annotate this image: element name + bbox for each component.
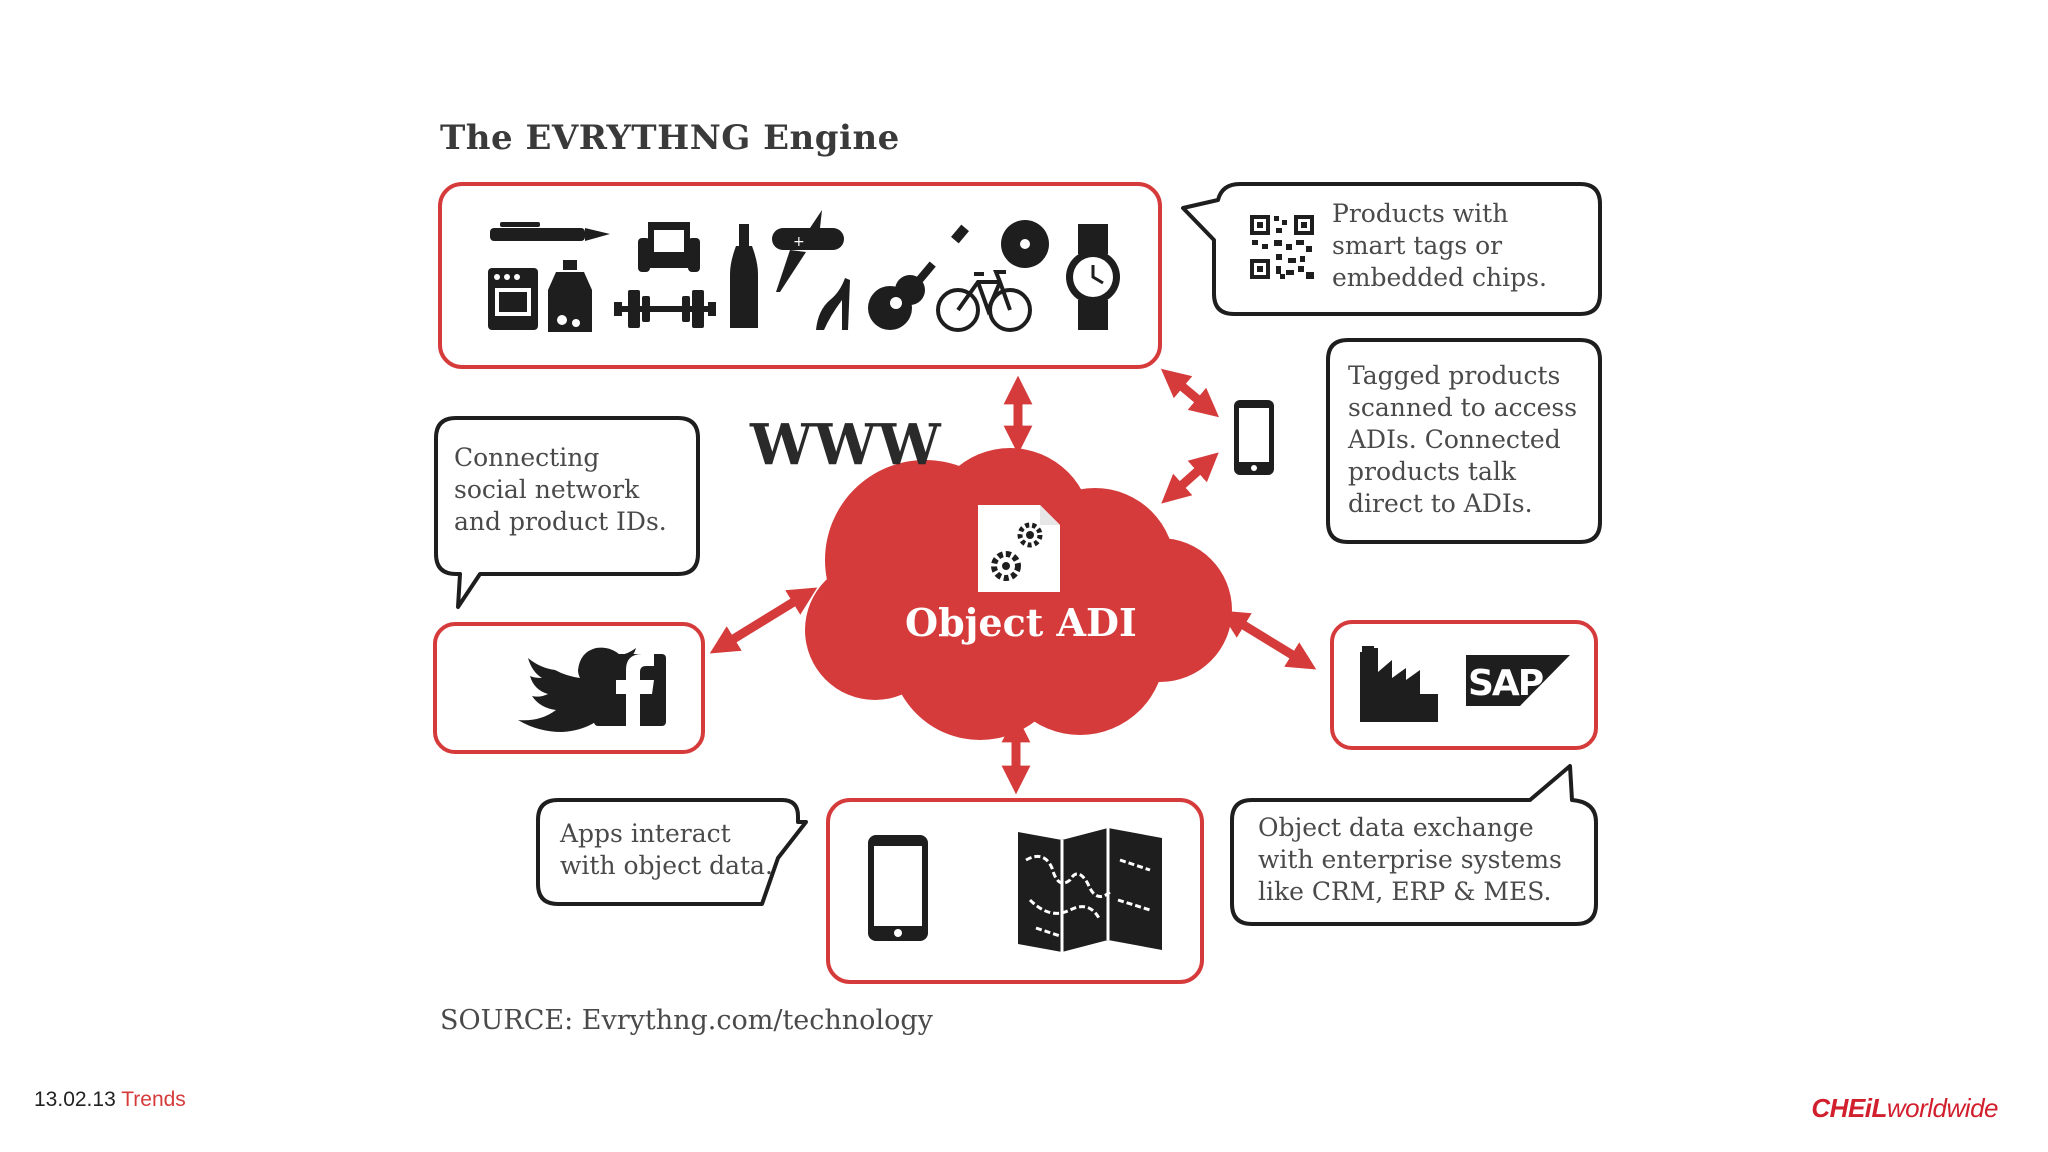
brand-bold: CHEiL bbox=[1811, 1093, 1887, 1123]
disc-icon bbox=[1001, 220, 1049, 268]
object-adi-label: Object ADI bbox=[905, 600, 1137, 645]
pen-icon bbox=[490, 222, 610, 241]
guitar-icon bbox=[868, 224, 969, 330]
www-label: WWW bbox=[750, 412, 942, 478]
bottle-icon bbox=[548, 260, 592, 332]
brand-logo: CHEiLworldwide bbox=[1811, 1093, 1998, 1124]
arrow-products-phone bbox=[1160, 368, 1220, 418]
diagram-title: The EVRYTHNG Engine bbox=[440, 118, 900, 158]
svg-text:+: + bbox=[793, 234, 805, 250]
wine-bottle-icon bbox=[730, 224, 758, 328]
arrow-cloud-enterprise bbox=[1219, 610, 1317, 670]
bubble-social-text: Connecting social network and product ID… bbox=[454, 443, 667, 536]
armchair-icon bbox=[638, 222, 700, 272]
bicycle-icon bbox=[936, 270, 1032, 332]
arrows bbox=[709, 368, 1317, 795]
bubble-products-text: Products with smart tags or embedded chi… bbox=[1332, 199, 1547, 292]
footer-section: Trends bbox=[121, 1088, 186, 1111]
document-gears-icon bbox=[978, 505, 1060, 592]
bubble-enterprise bbox=[1230, 764, 1598, 926]
dumbbell-icon bbox=[614, 290, 716, 328]
footer-meta: 13.02.13 Trends bbox=[34, 1088, 186, 1112]
bubble-tagged bbox=[1326, 338, 1602, 544]
smartphone-icon-apps bbox=[868, 835, 928, 941]
arrow-phone-cloud bbox=[1161, 452, 1219, 504]
sap-label: SAP bbox=[1468, 663, 1543, 704]
facebook-icon bbox=[594, 654, 666, 726]
stove-icon bbox=[488, 268, 538, 330]
qr-code-icon bbox=[1250, 215, 1314, 279]
map-icon bbox=[1018, 828, 1162, 952]
source-caption: SOURCE: Evrythng.com/technology bbox=[440, 1005, 933, 1036]
object-adi-cloud bbox=[805, 448, 1232, 740]
bubble-apps bbox=[536, 798, 808, 906]
footer-date: 13.02.13 bbox=[34, 1088, 116, 1111]
factory-icon bbox=[1360, 646, 1438, 722]
sap-logo: SAP bbox=[1466, 655, 1570, 706]
high-heel-icon bbox=[816, 278, 850, 330]
products-box bbox=[438, 182, 1162, 369]
arrow-social-cloud bbox=[709, 587, 818, 654]
bubble-social bbox=[434, 416, 700, 609]
smartphone-icon bbox=[1234, 400, 1274, 475]
bubble-enterprise-text: Object data exchange with enterprise sys… bbox=[1258, 813, 1562, 906]
pocket-knife-icon: + bbox=[772, 210, 844, 292]
brand-regular: worldwide bbox=[1886, 1093, 1999, 1123]
watch-icon bbox=[1066, 224, 1120, 330]
bubble-tagged-text: Tagged products scanned to access ADIs. … bbox=[1348, 361, 1578, 518]
bubble-apps-text: Apps interact with object data. bbox=[560, 819, 773, 880]
